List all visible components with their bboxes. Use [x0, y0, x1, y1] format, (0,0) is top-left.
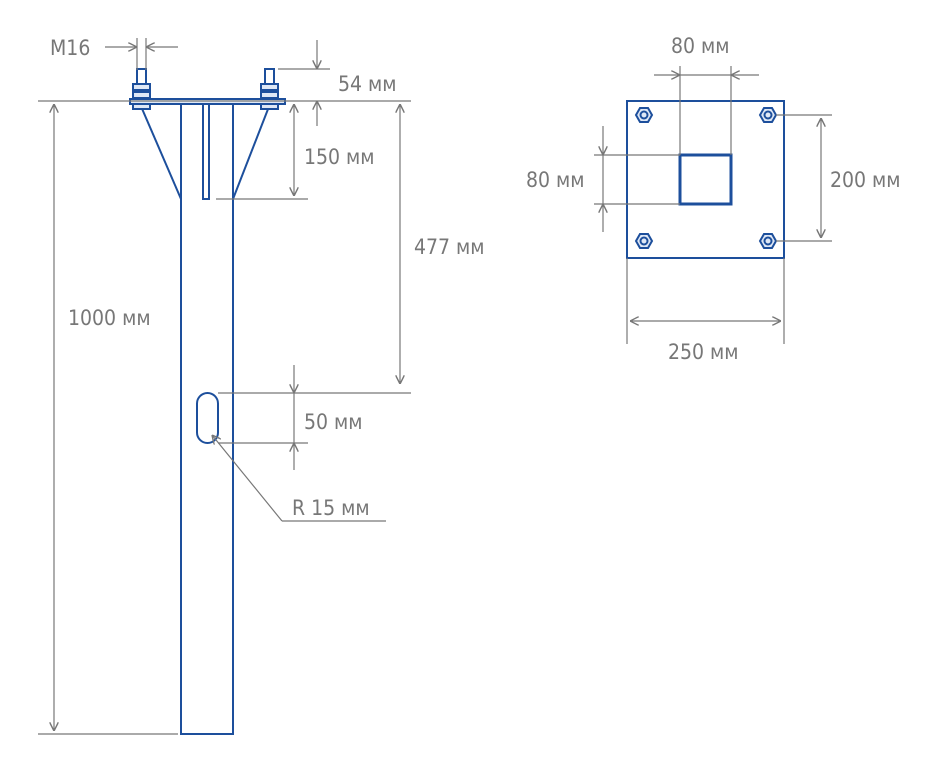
side-view	[129, 68, 286, 735]
total-height-label: 1000 мм	[68, 306, 151, 330]
bolt-nut	[634, 233, 654, 249]
tube-width-label: 80 мм	[671, 34, 730, 58]
pole-tube	[180, 100, 234, 735]
gusset-height-label: 150 мм	[304, 145, 375, 169]
top-view	[626, 100, 785, 259]
slot	[196, 392, 219, 444]
bolt-height-label: 54 мм	[338, 72, 397, 96]
right-gusset	[232, 103, 271, 200]
bolt-spacing-label: 200 мм	[830, 168, 901, 192]
left-bolt	[132, 68, 151, 110]
top-dimensions: 80 мм 80 мм 200 мм 250 мм	[526, 34, 901, 364]
slot-radius-label: R 15 мм	[292, 496, 370, 520]
side-dimensions: M16 54 мм 150 мм 477 мм 1000 мм 50 мм R …	[38, 36, 485, 735]
bolt-nut	[758, 107, 778, 123]
slot-offset-label: 477 мм	[414, 235, 485, 259]
bolt-nut	[634, 107, 654, 123]
bolt-size-label: M16	[50, 36, 90, 60]
left-gusset	[139, 103, 182, 200]
tube-depth-label: 80 мм	[526, 168, 585, 192]
center-rib	[202, 102, 210, 200]
slot-length-label: 50 мм	[304, 410, 363, 434]
plate-outline	[626, 100, 785, 259]
right-bolt	[260, 68, 279, 110]
bolt-nut	[758, 233, 778, 249]
plate-size-label: 250 мм	[668, 340, 739, 364]
tube-section	[678, 153, 733, 206]
